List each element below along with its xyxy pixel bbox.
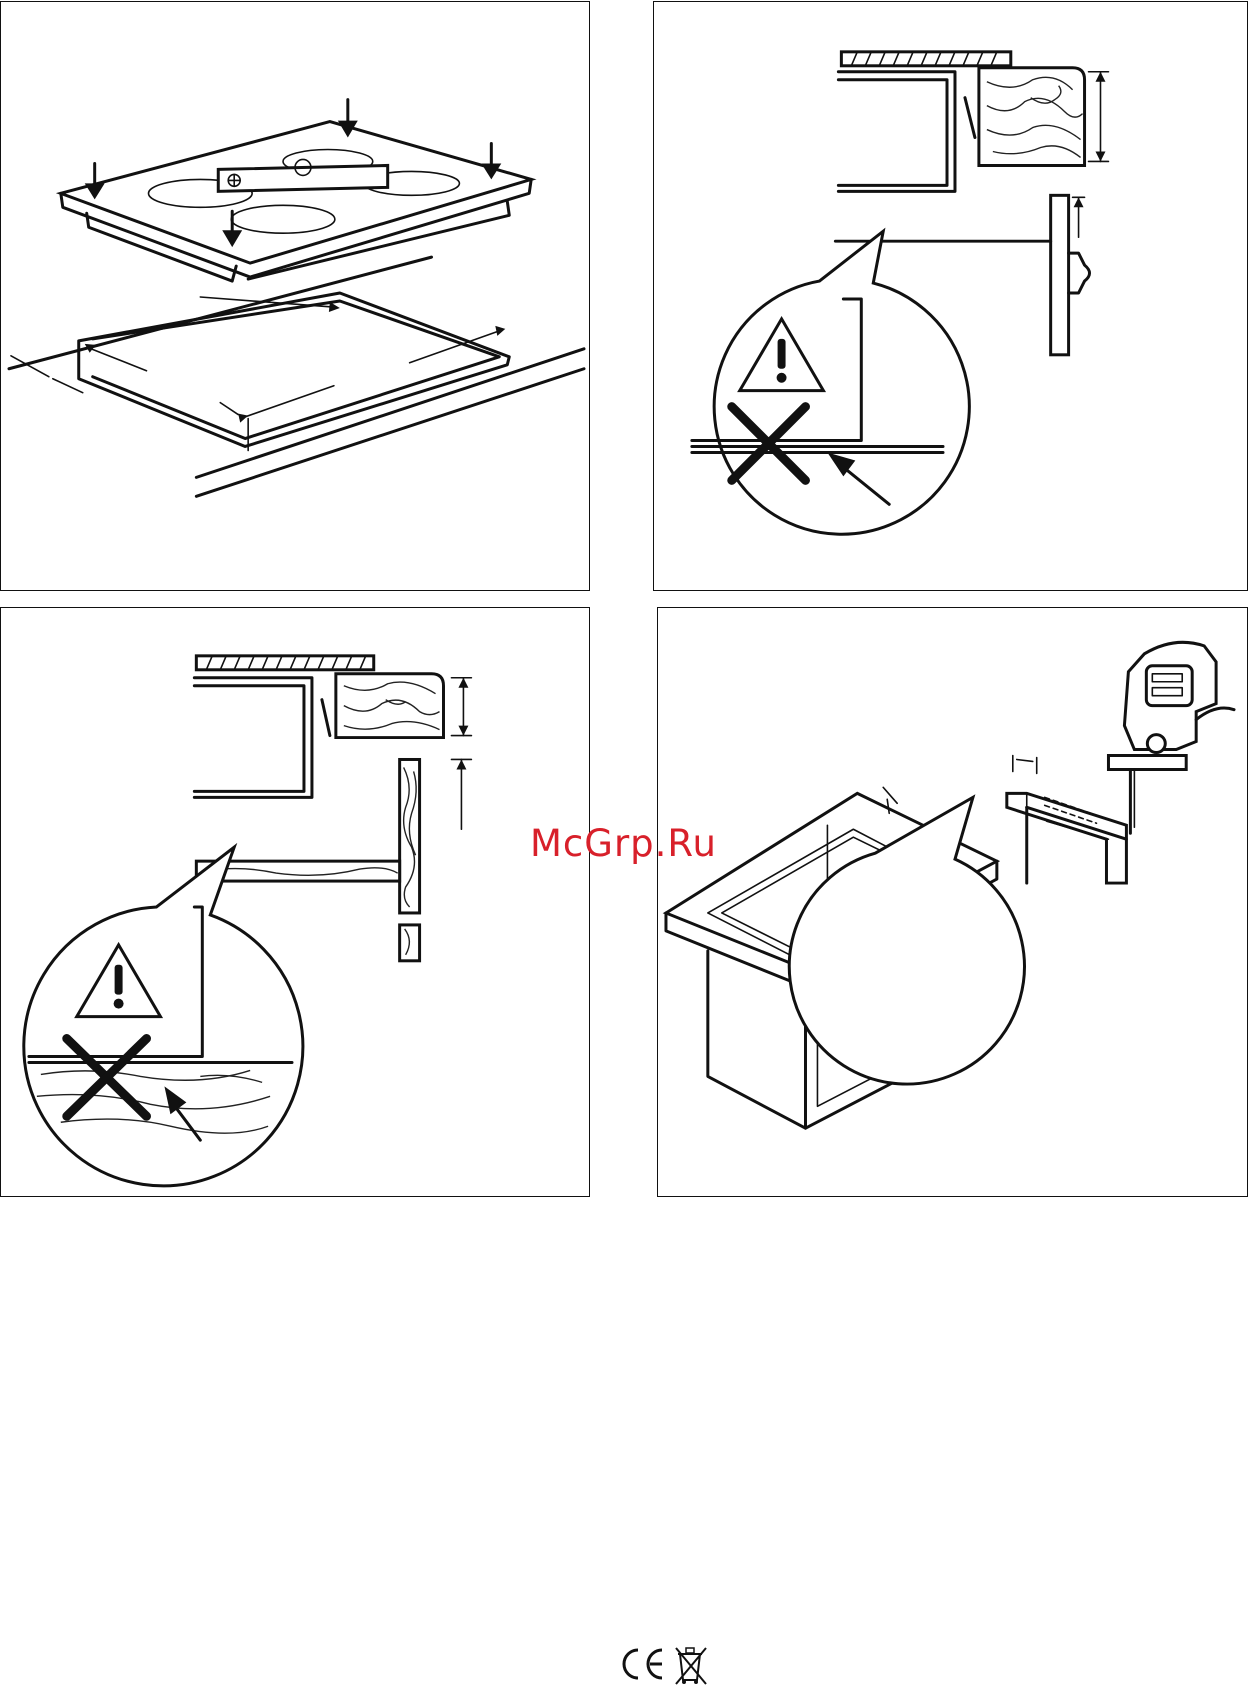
- worktop-edge-drawing: [654, 2, 1247, 590]
- cutout-jigsaw-drawing: [658, 608, 1247, 1196]
- figure-worktop-edge-warning: [653, 1, 1248, 591]
- figure-cutout-jigsaw: [657, 607, 1248, 1197]
- hob-installation-drawing: [1, 2, 589, 590]
- watermark-text: McGrp.Ru: [530, 822, 717, 865]
- figure-hob-seal-placement: [0, 1, 590, 591]
- figure-worktop-shelf-warning: [0, 607, 590, 1197]
- board-edge: [1007, 793, 1127, 883]
- worktop-shelf-drawing: [1, 608, 589, 1196]
- control-strip: [218, 165, 387, 191]
- worktop-back-edge: [9, 257, 432, 369]
- cabinet-side-panel: [1051, 195, 1069, 354]
- magnified-detail: [24, 847, 303, 1186]
- jigsaw-icon: [1108, 642, 1234, 833]
- ce-mark-icon: [624, 1650, 662, 1678]
- weee-bin-icon: [676, 1648, 706, 1684]
- certification-marks: [616, 1642, 716, 1688]
